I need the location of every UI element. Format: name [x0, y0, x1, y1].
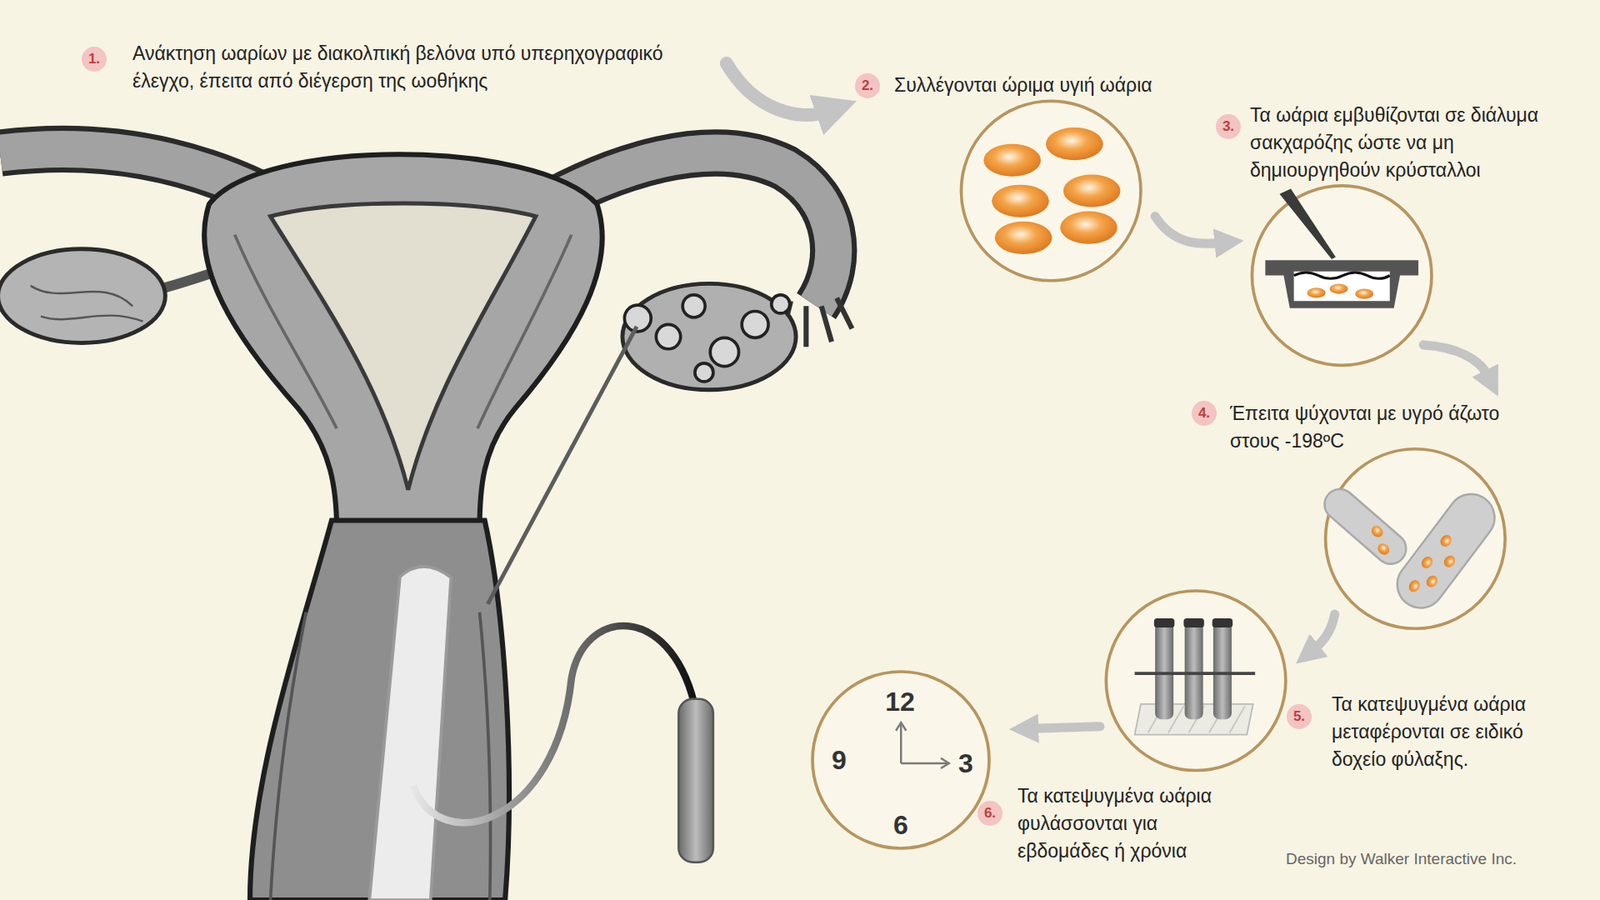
- step-number: 1.: [88, 50, 100, 68]
- step-description: Τα ωάρια εμβυθίζονται σε διάλυμα σακχαρό…: [1250, 101, 1588, 185]
- follicles: [624, 295, 790, 382]
- node-circle: [812, 671, 990, 849]
- left-ovary-texture: [30, 285, 144, 322]
- clock-number: 3: [958, 748, 974, 780]
- right-ovary: [622, 283, 796, 390]
- solution-surface: [1294, 272, 1390, 279]
- flow-arrow: [1314, 614, 1335, 650]
- clock-circle: 12 9 3 6: [810, 670, 991, 850]
- node-circle: [81, 46, 107, 72]
- clock-number: 12: [885, 686, 915, 718]
- eggs-in-dish: [1307, 283, 1375, 299]
- step-description: Ανάκτηση ωαρίων με διακολπική βελόνα υπό…: [132, 40, 716, 95]
- step-circle: [1325, 449, 1506, 630]
- probe-cable: [413, 625, 695, 823]
- dish: [1265, 260, 1419, 309]
- step-number: 4.: [1198, 405, 1210, 422]
- step-number: 5.: [1293, 708, 1305, 725]
- left-ovary: [0, 249, 165, 344]
- step-circle: [1105, 590, 1286, 771]
- clock-number: 6: [893, 810, 909, 841]
- node-circle: [977, 800, 1003, 826]
- node-circle: [1191, 400, 1217, 426]
- uterus-body: [204, 154, 603, 531]
- flow-arrow: [1423, 345, 1488, 376]
- step-description: Έπειτα ψύχονται με υγρό άζωτο στους -198…: [1230, 400, 1547, 455]
- step-number-badge: 5.: [1286, 704, 1312, 730]
- flow-arrow: [726, 63, 825, 115]
- step-number-badge: 3.: [1215, 114, 1241, 140]
- clock-face: [810, 670, 991, 850]
- clock-number: 9: [831, 745, 847, 776]
- uterus-cavity: [270, 203, 535, 490]
- flow-arrow: [1032, 726, 1100, 729]
- eggs: [983, 127, 1120, 255]
- uterus-wall-shading: [235, 235, 572, 430]
- node-circle: [1286, 704, 1312, 730]
- step-description: Τα κατεψυγμένα ωάρια μεταφέρονται σε ειδ…: [1331, 690, 1574, 774]
- node-circle: [855, 73, 880, 99]
- step-circle: [960, 100, 1141, 281]
- step-circle: [1251, 185, 1432, 366]
- step-description: Συλλέγονται ώριμα υγιή ωάρια: [894, 71, 1153, 100]
- credit-text: Design by Walker Interactive Inc.: [1285, 848, 1517, 870]
- flow-arrow: [1155, 216, 1220, 245]
- step-description: Τα κατεψυγμένα ωάρια φυλάσσονται για εβδ…: [1017, 782, 1243, 865]
- test-tube: [1387, 485, 1504, 618]
- needle: [487, 326, 637, 605]
- rack-bar: [1135, 671, 1255, 675]
- test-tube: [1318, 482, 1413, 570]
- step-number: 2.: [861, 77, 874, 95]
- uterus-illustration: [0, 149, 852, 900]
- probe-handle: [678, 699, 714, 863]
- clock-hands: [895, 722, 950, 769]
- ultrasound-probe: [369, 566, 451, 900]
- step-number: 3.: [1222, 118, 1235, 135]
- step-number-badge: 1.: [81, 46, 107, 72]
- step-number-badge: 6.: [977, 800, 1003, 826]
- pipette: [1280, 189, 1336, 260]
- vagina: [250, 520, 510, 900]
- step-number-badge: 2.: [855, 73, 880, 99]
- step-number-badge: 4.: [1191, 400, 1217, 426]
- step-number: 6.: [984, 805, 996, 822]
- node-circle: [1215, 114, 1241, 140]
- solution: [1294, 271, 1390, 302]
- canisters: [1154, 618, 1233, 720]
